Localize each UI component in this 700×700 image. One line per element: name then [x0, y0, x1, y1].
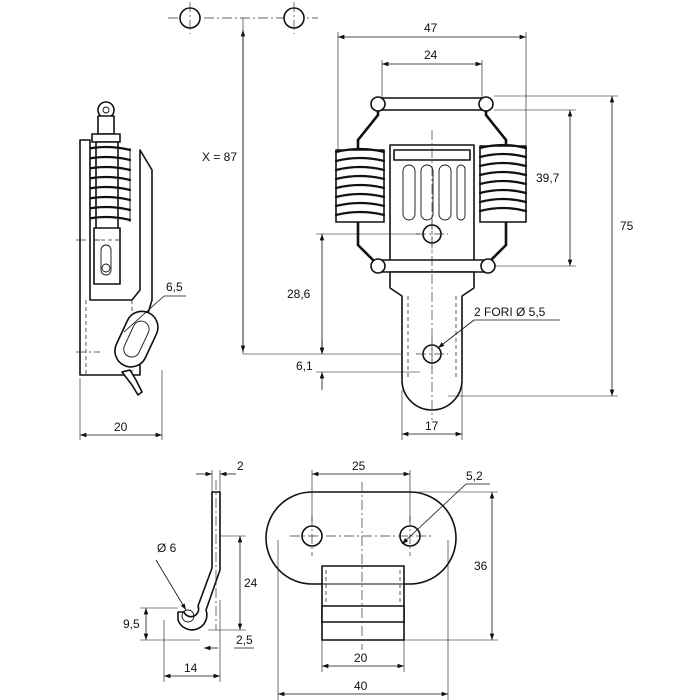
dimension-pin-width: 24 — [381, 48, 483, 98]
dimension-hole-to-axis: 28,6 — [287, 233, 420, 354]
callout-holes: 2 FORI Ø 5,5 — [437, 305, 560, 349]
dimension-top-width: 47 — [337, 21, 527, 150]
label-hook-offset: 9,5 — [123, 617, 140, 631]
dimension-plate-hole-spacing: 25 — [311, 459, 411, 522]
dimension-hook-diameter: Ø 6 — [155, 541, 187, 611]
label-holes-callout: 2 FORI Ø 5,5 — [474, 305, 546, 319]
latch-side-view — [76, 101, 159, 396]
label-hole-to-end: 6,1 — [296, 359, 313, 373]
label-center-distance: X = 87 — [202, 150, 237, 164]
dimension-hook-width: 14 — [163, 600, 221, 682]
dimension-plate-width: 40 — [277, 540, 449, 700]
hook-side-view — [177, 480, 221, 631]
label-plate-hole-diameter: 5,2 — [466, 469, 483, 483]
label-side-width: 20 — [114, 420, 128, 434]
dimension-plate-inner-width: 20 — [321, 640, 405, 672]
label-spring-span: 39,7 — [536, 171, 560, 185]
label-plate-height: 36 — [474, 559, 488, 573]
label-top-width: 47 — [424, 21, 438, 35]
label-plate-width: 40 — [354, 679, 368, 693]
dimension-slot-width: 6,5 — [123, 280, 186, 333]
reference-holes — [168, 2, 318, 34]
dimension-center-distance: X = 87 — [202, 18, 432, 355]
label-hook-width: 14 — [184, 661, 198, 675]
label-hook-height: 24 — [244, 576, 258, 590]
dimension-hook-tip: 2,5 — [204, 633, 254, 651]
dimension-spring-span: 39,7 — [494, 109, 576, 267]
latch-front-view — [334, 96, 528, 420]
dimension-plate-hole-diameter: 5,2 — [401, 469, 490, 545]
dimension-plate-height: 36 — [404, 491, 498, 641]
label-hole-to-axis: 28,6 — [287, 287, 311, 301]
label-total-height: 75 — [620, 219, 634, 233]
label-pin-width: 24 — [424, 48, 438, 62]
label-plate-inner-width: 20 — [354, 651, 368, 665]
dimension-tongue-width: 17 — [401, 380, 463, 440]
label-hook-diameter: Ø 6 — [157, 541, 177, 555]
label-tongue-width: 17 — [425, 419, 439, 433]
label-thickness: 2 — [237, 459, 244, 473]
label-slot-width: 6,5 — [166, 280, 183, 294]
label-hook-tip: 2,5 — [236, 633, 253, 647]
dimension-hole-to-end: 6,1 — [296, 340, 420, 390]
dimension-side-width: 20 — [79, 370, 163, 440]
dimension-hook-offset: 9,5 — [123, 607, 200, 641]
dimension-hook-height: 24 — [208, 535, 258, 631]
dimension-thickness: 2 — [196, 459, 244, 492]
dimension-total-height: 75 — [448, 95, 634, 397]
strike-plate — [265, 482, 457, 650]
label-plate-hole-spacing: 25 — [352, 459, 366, 473]
